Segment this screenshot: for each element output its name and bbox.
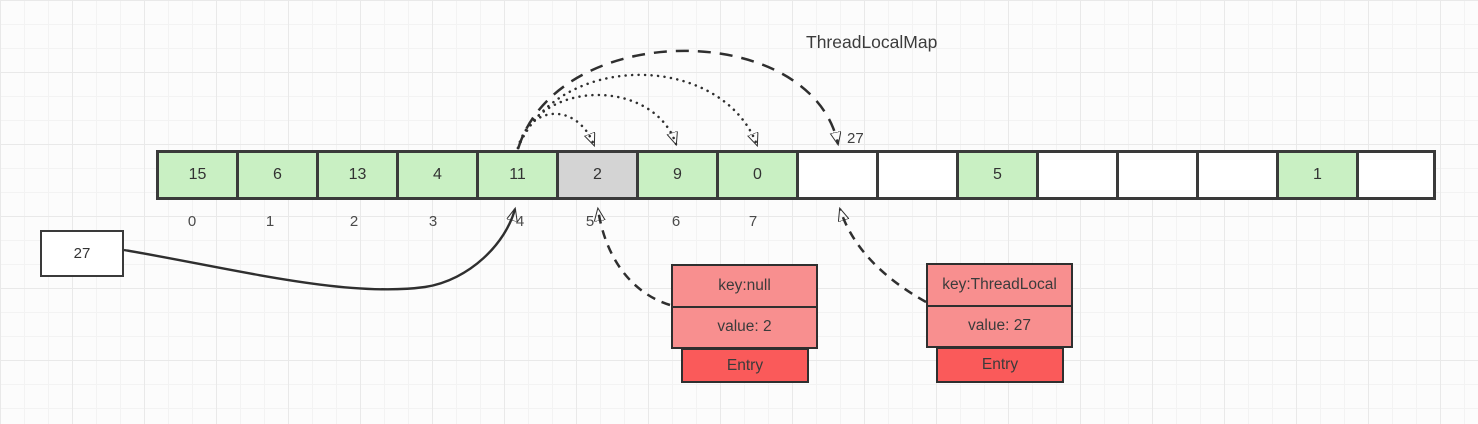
entry-to-slot8-arrow: [840, 209, 927, 304]
array-cell-value: 5: [993, 166, 1002, 183]
array-cell: 6: [236, 150, 316, 200]
array-cell: 0: [716, 150, 796, 200]
threadlocal-entry-box: key:ThreadLocal value: 27: [926, 263, 1073, 348]
array-cell-value: 9: [673, 166, 682, 183]
array-cell-value: 13: [348, 166, 367, 183]
index-label: 5: [585, 213, 595, 230]
index-label: 1: [265, 213, 275, 230]
array-row: 15 6 13 4 11 2 9 0 5 1: [156, 150, 1436, 200]
array-cell: [1356, 150, 1436, 200]
array-cell: 11: [476, 150, 556, 200]
probe-arc-label: 27: [847, 130, 864, 147]
index-label: 4: [515, 213, 525, 230]
index-label: 0: [187, 213, 197, 230]
probe-arc-slot8: [516, 49, 838, 150]
value-to-slot4-arrow: [123, 209, 515, 291]
array-cell: [876, 150, 956, 200]
value-box: 27: [40, 230, 124, 277]
array-cell: [1036, 150, 1116, 200]
stale-entry-box: key:null value: 2: [671, 264, 818, 349]
stale-entry-value: value: 2: [717, 318, 772, 336]
index-label: 6: [671, 213, 681, 230]
threadlocal-entry-value: value: 27: [968, 317, 1031, 335]
probe-arc-slot5: [516, 112, 596, 150]
probe-arc-slot6: [516, 93, 676, 150]
array-cell: 4: [396, 150, 476, 200]
threadlocal-entry-key: key:ThreadLocal: [928, 265, 1071, 307]
diagram-title: ThreadLocalMap: [806, 32, 938, 52]
array-cell-value: 11: [509, 166, 526, 183]
array-cell: [1116, 150, 1196, 200]
array-cell-value: 15: [188, 166, 207, 183]
index-label: 3: [428, 213, 438, 230]
stale-entry-tab: Entry: [681, 348, 809, 383]
probe-arc-slot7: [516, 73, 757, 150]
array-cell-value: 0: [753, 166, 762, 183]
array-cell: 13: [316, 150, 396, 200]
array-cell: 15: [156, 150, 236, 200]
index-label: 2: [349, 213, 359, 230]
array-cell-value: 2: [593, 166, 602, 183]
array-cell-value: 1: [1313, 166, 1322, 183]
stale-entry-key: key:null: [673, 266, 816, 308]
array-cell: [1196, 150, 1276, 200]
stale-entry-to-slot5-arrow: [598, 209, 671, 307]
threadlocal-entry-tab: Entry: [936, 347, 1064, 383]
array-cell-value: 6: [273, 166, 282, 183]
array-cell: [796, 150, 876, 200]
value-box-text: 27: [73, 245, 91, 262]
array-cell: 9: [636, 150, 716, 200]
index-label: 7: [748, 213, 758, 230]
array-cell-value: 4: [433, 166, 442, 183]
array-cell: 1: [1276, 150, 1356, 200]
array-cell: 5: [956, 150, 1036, 200]
array-cell: 2: [556, 150, 636, 200]
